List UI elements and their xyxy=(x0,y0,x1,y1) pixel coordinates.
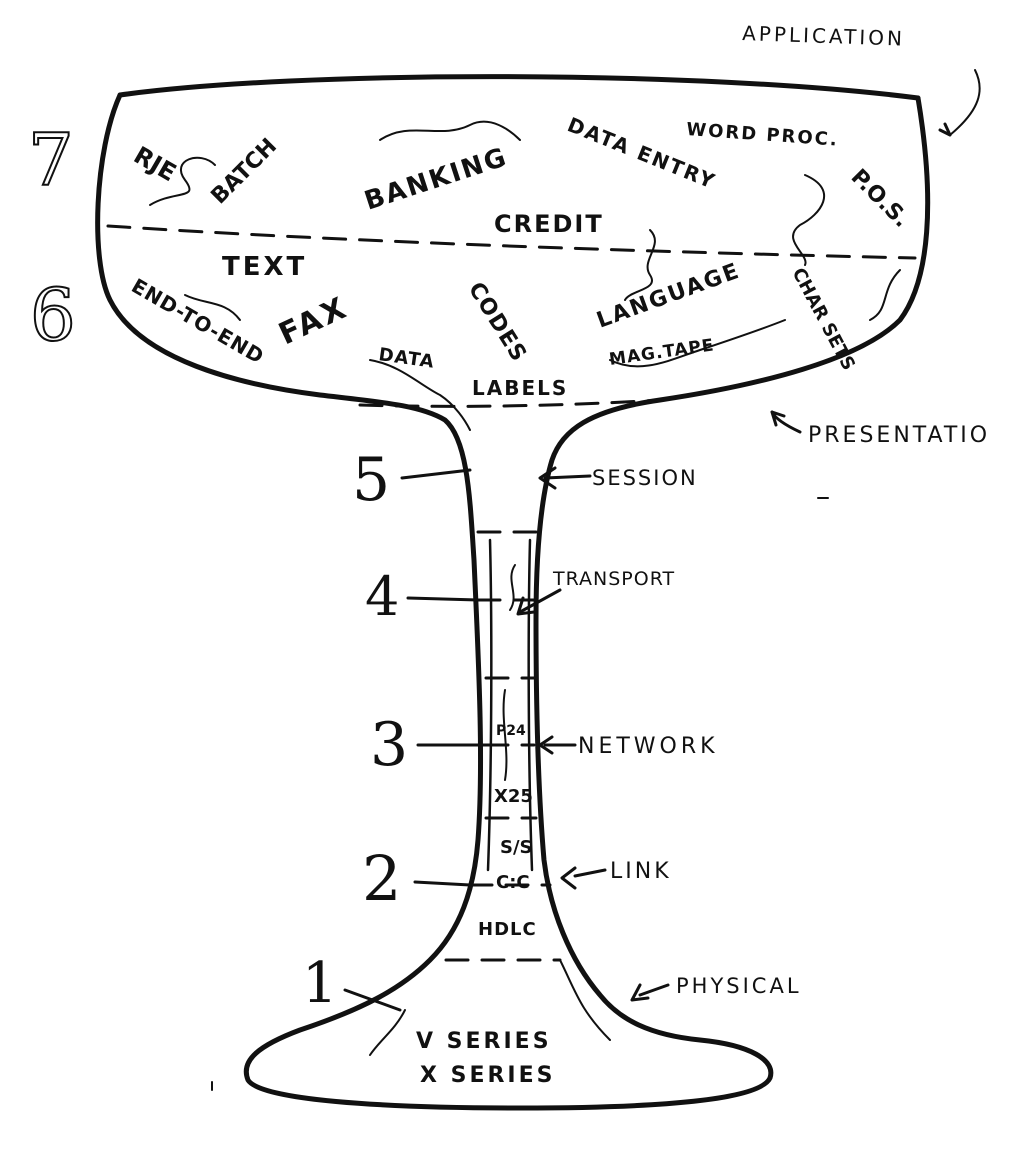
squiggle-v-series xyxy=(369,1009,406,1056)
arrow-physical-head xyxy=(630,983,650,1002)
boundary-7-6 xyxy=(106,224,917,260)
arrow-presentation xyxy=(770,410,802,434)
layer-numbers: 7 6 5 4 3 2 1 xyxy=(27,117,408,1016)
layer-number-2: 2 xyxy=(362,842,401,915)
layer-label-physical: PHYSICAL xyxy=(676,974,802,998)
layer-number-7: 7 xyxy=(28,118,74,202)
layer-labels: APPLICATION PRESENTATIO SESSION TRANSPOR… xyxy=(552,21,990,998)
pres-item-mag-tape: MAG.TAPE xyxy=(608,335,716,370)
goblet-outline xyxy=(95,74,931,1111)
app-item-rje: RJE xyxy=(129,141,181,187)
physical-items: V SERIES X SERIES xyxy=(416,1029,556,1088)
pres-item-char-sets: CHAR SETS xyxy=(788,264,860,373)
arrow-link-head xyxy=(560,866,577,890)
layer-label-network: NETWORK xyxy=(578,734,719,759)
pres-item-fax: FAX xyxy=(274,290,354,352)
app-item-banking: BANKING xyxy=(361,142,512,216)
layer-label-presentation: PRESENTATIO xyxy=(808,423,990,448)
leader-link xyxy=(573,868,607,878)
layer-label-application: APPLICATION xyxy=(742,21,906,51)
stem-inner-left xyxy=(486,538,493,872)
layer-number-6: 6 xyxy=(30,273,76,357)
layer-label-transport: TRANSPORT xyxy=(552,568,675,590)
arrow-session-head xyxy=(538,466,557,490)
pres-item-end-to-end: END-TO-END xyxy=(128,274,269,369)
phys-item-x-series: X SERIES xyxy=(420,1063,556,1088)
link-item-cc: C:C xyxy=(496,872,530,893)
squiggle-mag-tape xyxy=(609,319,786,368)
phys-item-v-series: V SERIES xyxy=(416,1029,552,1054)
layer-number-4: 4 xyxy=(365,565,399,628)
stray-marks xyxy=(211,497,829,1091)
pres-item-language: LANGUAGE xyxy=(594,259,744,334)
leader-4 xyxy=(406,596,480,602)
leader-2 xyxy=(413,880,472,887)
stem-inner-lines xyxy=(486,538,534,872)
pres-item-text: TEXT xyxy=(222,252,307,282)
leader-transport xyxy=(518,588,562,614)
squiggle-physical xyxy=(559,959,611,1041)
stem-items: P24 X25 S/S C:C HDLC xyxy=(478,723,537,940)
boundary-6-5 xyxy=(358,398,662,408)
app-item-batch: BATCH xyxy=(207,134,282,209)
squiggles xyxy=(149,69,981,1056)
layer-label-session: SESSION xyxy=(592,466,698,490)
squiggle-credit xyxy=(624,229,656,301)
goblet-rim xyxy=(117,74,921,101)
application-items: RJE BATCH BANKING DATA ENTRY WORD PROC. … xyxy=(129,112,914,238)
leader-session xyxy=(543,474,592,480)
link-item-hdlc: HDLC xyxy=(478,919,537,940)
arrow-network-head xyxy=(538,735,554,755)
arrow-transport-head xyxy=(516,596,536,616)
leader-lines xyxy=(343,122,952,1012)
layer-number-3: 3 xyxy=(370,710,408,780)
net-item-p24: P24 xyxy=(496,723,526,739)
squiggle-banking xyxy=(379,120,521,141)
squiggle-char-sets xyxy=(869,269,901,321)
pres-item-codes: CODES xyxy=(463,278,531,367)
squiggle-transport xyxy=(509,564,516,611)
layer-boundaries xyxy=(106,224,917,962)
net-item-x25: X25 xyxy=(494,786,533,807)
layer-number-1: 1 xyxy=(302,951,338,1016)
app-item-pos: P.O.S. xyxy=(846,165,914,233)
squiggle-data xyxy=(369,359,471,431)
pres-item-labels: LABELS xyxy=(472,376,568,400)
squiggle-application xyxy=(949,69,981,136)
app-item-word-proc: WORD PROC. xyxy=(686,119,840,151)
goblet-left-contour xyxy=(95,92,931,1111)
squiggle-pos xyxy=(792,174,826,266)
layer-label-link: LINK xyxy=(610,859,672,884)
pres-item-data: DATA xyxy=(377,344,436,373)
squiggle-network xyxy=(502,689,508,781)
layer-number-5: 5 xyxy=(352,445,390,515)
leader-1 xyxy=(343,988,402,1012)
squiggle-end-to-end xyxy=(184,294,241,321)
squiggle-rje xyxy=(149,156,216,206)
app-item-credit: CREDIT xyxy=(494,210,604,238)
leader-5 xyxy=(400,468,472,480)
link-item-ss: S/S xyxy=(500,837,533,858)
leader-physical xyxy=(638,983,670,997)
arrow-application xyxy=(938,122,952,137)
stem-inner-right xyxy=(527,538,534,872)
